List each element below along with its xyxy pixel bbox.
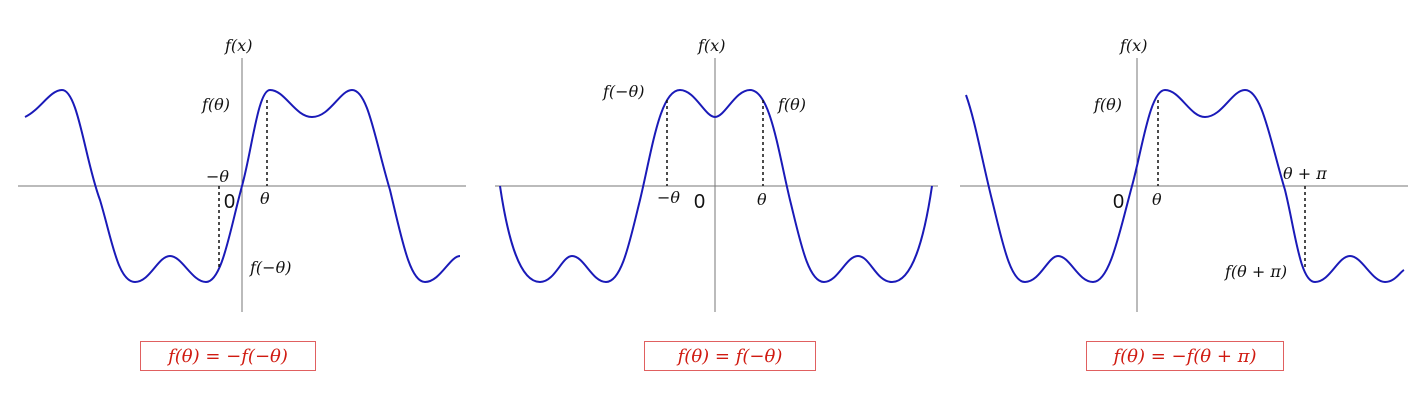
y-axis-label: f(x): [1119, 36, 1147, 55]
panel-even: f(x) f(−θ) f(θ) −θ 0 θ: [495, 36, 938, 312]
label-f-neg-theta: f(−θ): [249, 258, 291, 277]
label-f-theta: f(θ): [201, 95, 230, 114]
curve: [965, 88, 1405, 284]
label-theta: θ: [1152, 190, 1162, 209]
y-axis-label: f(x): [224, 36, 252, 55]
label-f-neg-theta: f(−θ): [602, 82, 644, 101]
label-theta: θ: [260, 189, 270, 208]
curve: [499, 88, 933, 284]
y-axis-label: f(x): [697, 36, 725, 55]
label-neg-theta: −θ: [206, 167, 229, 186]
formula-even: f(θ) = f(−θ): [644, 341, 816, 371]
formula-odd: f(θ) = −f(−θ): [140, 341, 316, 371]
zero-label: 0: [224, 191, 235, 213]
formula-half-wave: f(θ) = −f(θ + π): [1086, 341, 1284, 371]
label-f-theta: f(θ): [777, 95, 806, 114]
zero-label: 0: [694, 191, 705, 213]
label-theta: θ: [757, 190, 767, 209]
panel-half-wave: f(x) f(θ) θ + π 0 θ f(θ + π): [960, 36, 1408, 312]
panel-odd: f(x) f(θ) −θ 0 θ f(−θ): [18, 36, 466, 312]
curve: [24, 88, 461, 284]
label-theta-plus-pi: θ + π: [1283, 164, 1327, 183]
label-neg-theta: −θ: [657, 188, 680, 207]
label-f-theta-plus-pi: f(θ + π): [1224, 262, 1287, 281]
zero-label: 0: [1113, 191, 1124, 213]
label-f-theta: f(θ): [1093, 95, 1122, 114]
